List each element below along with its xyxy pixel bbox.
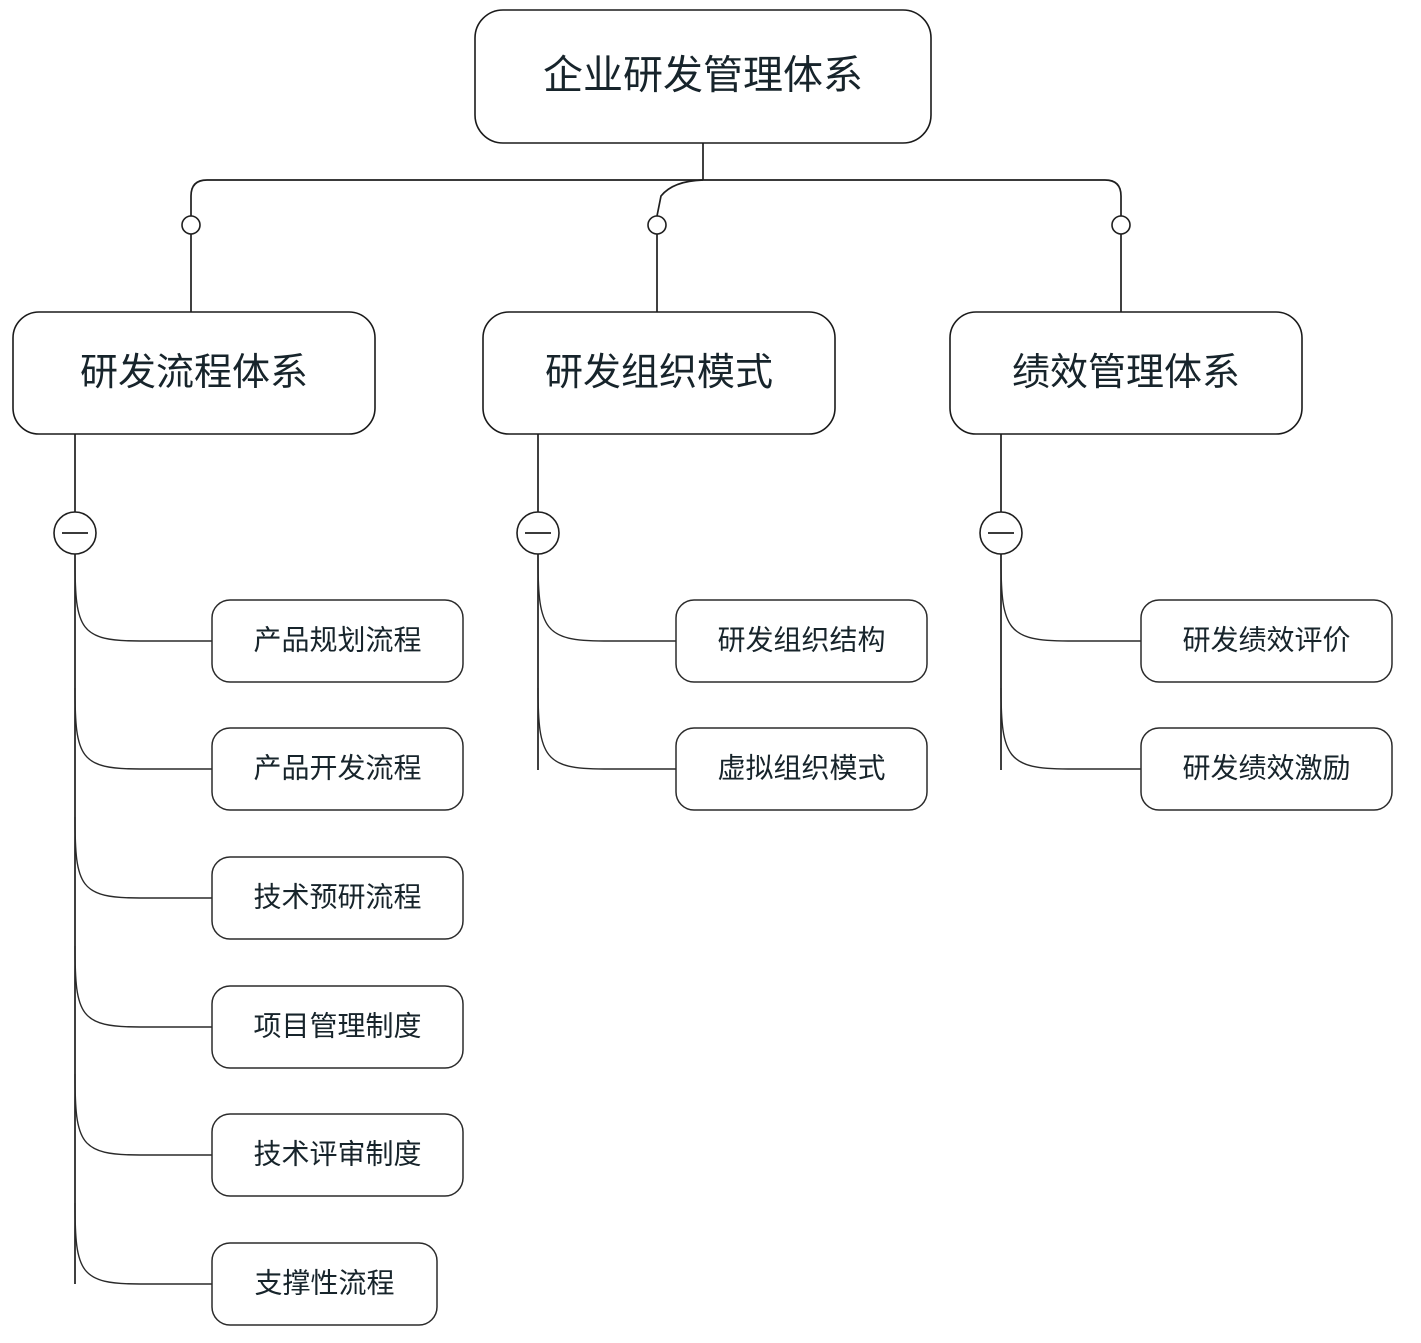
leaf-node-1-4[interactable]: 项目管理制度 — [211, 985, 464, 1069]
branch-1-link-child-2 — [74, 687, 212, 770]
leaf-label-1-6: 支撑性流程 — [254, 1267, 394, 1298]
branch-group-1: 研发流程体系 产品规划流程 产品开发流程 技术预研流程 项目管理制度 技术 — [12, 311, 464, 1326]
root-node[interactable]: 企业研发管理体系 — [474, 9, 932, 144]
branch-node-label-3: 绩效管理体系 — [1012, 352, 1240, 394]
leaf-node-2-1[interactable]: 研发组织结构 — [675, 599, 928, 683]
branch-node-2[interactable]: 研发组织模式 — [482, 311, 836, 435]
branch-node-label-1: 研发流程体系 — [80, 352, 308, 394]
bus-to-branch-1 — [190, 179, 703, 216]
branch-1-link-child-1 — [74, 559, 212, 642]
leaf-box-1-6[interactable] — [211, 1242, 438, 1326]
leaf-label-3-1: 研发绩效评价 — [1182, 624, 1350, 655]
branch-3-toggle[interactable] — [979, 511, 1023, 555]
branch-2-link-child-2 — [537, 687, 676, 770]
root-connectors — [190, 143, 1122, 217]
leaf-node-3-1[interactable]: 研发绩效评价 — [1140, 599, 1393, 683]
leaf-label-1-3: 技术预研流程 — [253, 881, 421, 912]
leaf-label-1-1: 产品规划流程 — [253, 624, 421, 655]
branch-node-box-1[interactable] — [12, 311, 376, 435]
root-node-box[interactable] — [474, 9, 932, 144]
root-node-label: 企业研发管理体系 — [543, 54, 863, 98]
leaf-box-3-2[interactable] — [1140, 727, 1393, 811]
branch-node-1[interactable]: 研发流程体系 — [12, 311, 376, 435]
leaf-label-1-2: 产品开发流程 — [253, 752, 421, 783]
branch-bullets — [181, 215, 1131, 312]
leaf-box-1-3[interactable] — [211, 856, 464, 940]
branch-1-link-child-4 — [74, 945, 212, 1028]
leaf-box-2-2[interactable] — [675, 727, 928, 811]
leaf-box-1-2[interactable] — [211, 727, 464, 811]
branch-3-link-child-1 — [1000, 559, 1141, 642]
branch-2-link-child-1 — [537, 559, 676, 642]
branch-3-link-child-2 — [1000, 687, 1141, 770]
branch-1-link-child-5 — [74, 1073, 212, 1156]
leaf-box-1-5[interactable] — [211, 1113, 464, 1197]
leaf-box-2-1[interactable] — [675, 599, 928, 683]
branch-bullet-icon-3[interactable] — [1111, 215, 1131, 235]
leaf-label-2-1: 研发组织结构 — [717, 624, 885, 655]
branch-node-box-2[interactable] — [482, 311, 836, 435]
leaf-node-1-3[interactable]: 技术预研流程 — [211, 856, 464, 940]
branch-1-link-child-6 — [74, 1202, 212, 1285]
leaf-node-2-2[interactable]: 虚拟组织模式 — [675, 727, 928, 811]
leaf-node-1-1[interactable]: 产品规划流程 — [211, 599, 464, 683]
leaf-node-1-6[interactable]: 支撑性流程 — [211, 1242, 438, 1326]
leaf-label-1-5: 技术评审制度 — [253, 1138, 421, 1169]
leaf-node-3-2[interactable]: 研发绩效激励 — [1140, 727, 1393, 811]
branch-group-2: 研发组织模式 研发组织结构 虚拟组织模式 — [482, 311, 928, 811]
branch-1-link-child-3 — [74, 816, 212, 899]
branch-node-box-3[interactable] — [949, 311, 1303, 435]
leaf-label-1-4: 项目管理制度 — [253, 1010, 421, 1041]
branch-1-toggle[interactable] — [53, 511, 97, 555]
bus-to-branch-2 — [656, 179, 704, 217]
branch-bullet-icon-2[interactable] — [647, 215, 667, 235]
branch-group-3: 绩效管理体系 研发绩效评价 研发绩效激励 — [949, 311, 1393, 811]
branch-bullet-icon-1[interactable] — [181, 215, 201, 235]
bus-to-branch-3 — [703, 179, 1122, 216]
leaf-box-1-4[interactable] — [211, 985, 464, 1069]
branch-2-toggle[interactable] — [516, 511, 560, 555]
leaf-box-3-1[interactable] — [1140, 599, 1393, 683]
branch-node-3[interactable]: 绩效管理体系 — [949, 311, 1303, 435]
leaf-label-3-2: 研发绩效激励 — [1182, 752, 1350, 783]
leaf-label-2-2: 虚拟组织模式 — [717, 752, 885, 783]
leaf-box-1-1[interactable] — [211, 599, 464, 683]
leaf-node-1-2[interactable]: 产品开发流程 — [211, 727, 464, 811]
leaf-node-1-5[interactable]: 技术评审制度 — [211, 1113, 464, 1197]
branch-node-label-2: 研发组织模式 — [545, 352, 773, 394]
